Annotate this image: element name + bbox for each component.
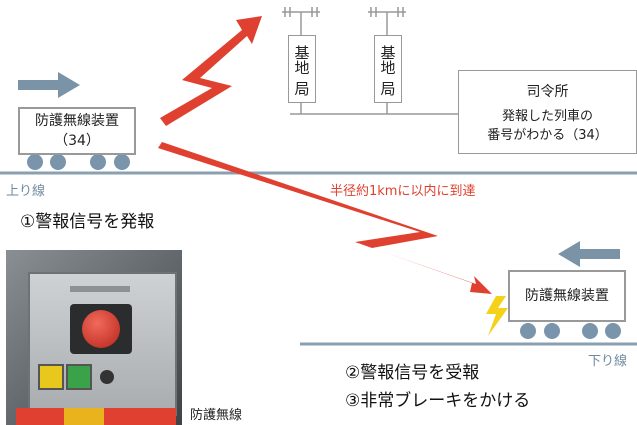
base-station-2-char-2: 地 bbox=[380, 59, 396, 77]
step1-text: ①警報信号を発報 bbox=[20, 212, 155, 232]
step2-text: ②警報信号を受報 bbox=[345, 363, 480, 383]
base-station-1-char-3: 局 bbox=[294, 80, 310, 98]
signal-bolt-to-station bbox=[160, 16, 262, 126]
command-center-line2: 番号がわかる（34） bbox=[487, 128, 608, 143]
yellow-button-icon[interactable] bbox=[38, 364, 64, 390]
green-button-icon[interactable] bbox=[66, 364, 92, 390]
up-train-unit-label: 防護無線装置 bbox=[35, 113, 119, 129]
command-center-line1: 発報した列車の bbox=[501, 109, 593, 124]
up-train-wheels bbox=[27, 154, 130, 170]
up-line-label: 上り線 bbox=[6, 184, 46, 199]
down-line-label: 下り線 bbox=[588, 354, 628, 369]
command-center-box: 司令所 発報した列車の 番号がわかる（34） bbox=[458, 70, 637, 154]
device-photo bbox=[6, 250, 182, 425]
device-panel bbox=[28, 272, 177, 416]
down-train-wheels bbox=[520, 323, 621, 339]
emergency-button-icon[interactable] bbox=[82, 310, 120, 348]
base-station-2-char: 基 bbox=[380, 44, 396, 62]
lower-panel-strip bbox=[16, 408, 176, 425]
base-station-2: 基 bbox=[374, 35, 402, 103]
down-train-unit-label: 防護無線装置 bbox=[525, 288, 609, 304]
up-train-protection-unit: 防護無線装置 （34） bbox=[18, 107, 136, 155]
base-station-1-char: 基 bbox=[294, 44, 310, 62]
base-station-1: 基 bbox=[288, 35, 316, 103]
photo-caption: 防護無線 bbox=[190, 408, 243, 423]
right-arrow-icon bbox=[18, 72, 80, 98]
base-station-1-char-2: 地 bbox=[294, 59, 310, 77]
step3-text: ③非常ブレーキをかける bbox=[345, 391, 531, 411]
signal-bolt-to-train bbox=[158, 142, 492, 294]
antenna-network bbox=[282, 7, 460, 115]
command-center-title: 司令所 bbox=[526, 84, 569, 100]
base-station-2-char-3: 局 bbox=[380, 80, 396, 98]
left-arrow-icon bbox=[558, 241, 620, 267]
panel-label-plate bbox=[70, 286, 130, 292]
indicator-light-icon bbox=[100, 370, 114, 384]
down-train-protection-unit: 防護無線装置 bbox=[508, 270, 626, 322]
up-train-unit-number: （34） bbox=[54, 133, 100, 149]
alarm-bolt-icon bbox=[486, 296, 508, 336]
range-label: 半径約1kmに以内に到達 bbox=[330, 184, 476, 199]
